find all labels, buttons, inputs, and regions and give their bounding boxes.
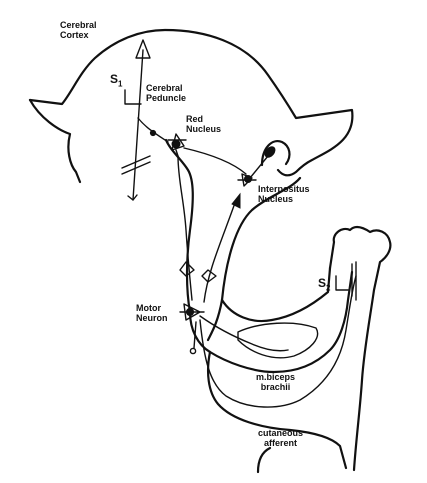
s2-label: S2: [318, 276, 330, 292]
cerebral-cortex-line-2: Cortex: [60, 30, 89, 40]
muscle-line-1: m.biceps: [256, 372, 296, 382]
motor-neuron-label: Motor Neuron: [136, 303, 168, 323]
interneuron-left: [179, 261, 195, 277]
motor-neuron-line-1: Motor: [136, 303, 161, 313]
motor-axon: [199, 315, 289, 352]
afferent-axon: [193, 321, 197, 349]
interpositus-nucleus-line-1: Interpositus: [258, 184, 310, 194]
biceps-muscle: [237, 322, 319, 359]
red-to-interpositus-tract: [183, 147, 247, 175]
red-nucleus-line-2: Nucleus: [186, 124, 222, 134]
cerebral-cortex-label: Cerebral Cortex: [60, 20, 97, 40]
s1-label: S1: [110, 72, 122, 88]
lower-body: [207, 350, 348, 470]
cortex-arrowhead: [135, 39, 151, 59]
cerebellar-terminal: [264, 146, 276, 158]
cutaneous-afferent-line-2: afferent: [264, 438, 298, 448]
red-nucleus-label: Red Nucleus: [186, 114, 221, 134]
cerebral-peduncle-line-1: Cerebral: [146, 83, 183, 93]
limb-inner: [220, 266, 332, 323]
red-nucleus-soma: [171, 139, 181, 149]
cerebral-peduncle-line-2: Peduncle: [146, 93, 187, 103]
cerebellar-input: [249, 155, 269, 179]
ascending-tract: [203, 199, 237, 303]
left-ear: [28, 98, 82, 184]
s2-sub: 2: [326, 283, 331, 293]
interneuron-right: [201, 269, 217, 283]
limb-outer: [188, 270, 354, 374]
corticospinal-fiber: [132, 49, 144, 201]
interpositus-nucleus-label: Interpositus Nucleus: [258, 184, 310, 204]
afferent-ending: [189, 347, 197, 355]
synapse-dot: [149, 129, 157, 137]
red-nucleus-line-1: Red: [186, 114, 204, 124]
s1-electrode: [124, 89, 142, 105]
muscle-line-2: brachii: [260, 382, 291, 392]
head-outline: [28, 28, 354, 177]
s2-letter: S: [318, 276, 327, 290]
fiber-cut-mark: [121, 155, 151, 175]
cerebral-peduncle-label: Cerebral Peduncle: [146, 83, 186, 103]
muscle-label: m.biceps brachii: [256, 372, 295, 392]
ascending-arrowhead: [231, 192, 241, 209]
rubrospinal-tract: [177, 155, 193, 301]
cutaneous-afferent-label: cutaneous afferent: [258, 428, 303, 448]
cerebellum-outline: [260, 140, 291, 167]
brainstem-left: [164, 138, 194, 314]
cutaneous-afferent-fiber: [199, 275, 357, 408]
brainstem-right: [206, 176, 302, 342]
paw-outline: [328, 225, 392, 472]
s2-electrode: [335, 261, 357, 301]
motor-neuron-line-2: Neuron: [136, 313, 168, 323]
s1-letter: S: [110, 72, 119, 86]
belly-line: [256, 446, 272, 474]
fiber-lower-arrow: [127, 194, 138, 201]
motor-neuron-soma: [185, 307, 195, 317]
s1-sub: 1: [118, 79, 123, 89]
cerebral-cortex-line-1: Cerebral: [60, 20, 97, 30]
interpositus-nucleus-line-2: Nucleus: [258, 194, 294, 204]
cutaneous-afferent-line-1: cutaneous: [258, 428, 304, 438]
